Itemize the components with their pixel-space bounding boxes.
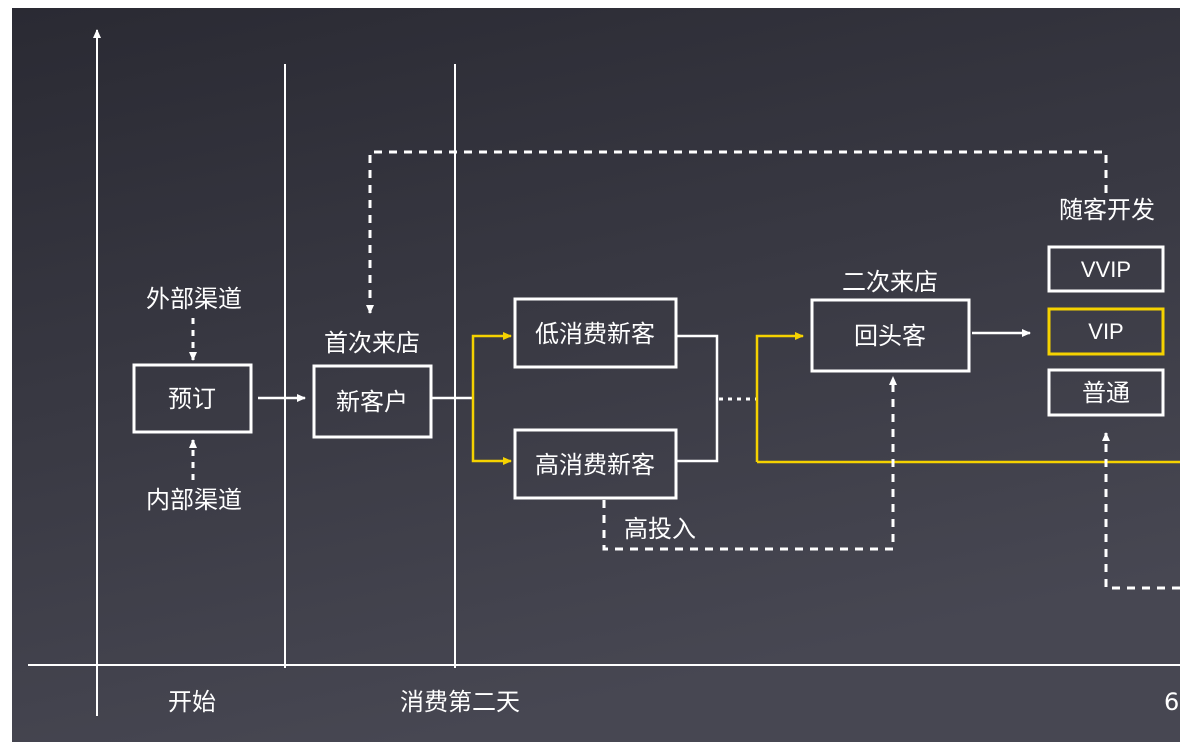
vvip-box (1047, 245, 1165, 293)
low-spend-box (513, 297, 678, 369)
new-customer-label: 新客户 (336, 388, 408, 416)
background-panel (12, 8, 1180, 742)
returning-label: 回头客 (854, 322, 926, 350)
develop-loop-connector (366, 150, 1108, 314)
high-spend-label: 高消费新客 (535, 451, 655, 479)
external-channel-label: 外部渠道 (146, 285, 242, 313)
vip-label: VIP (1088, 319, 1123, 344)
to-high-spend-arrow (471, 398, 512, 465)
axis-label-cut: 6 (1164, 688, 1179, 716)
high-investment-connector (602, 376, 897, 551)
new-customer-box (312, 364, 433, 439)
vvip-label: VVIP (1081, 257, 1131, 282)
booking-box (132, 363, 253, 434)
first-visit-label: 首次来店 (324, 329, 420, 357)
merge-bracket (677, 334, 719, 463)
high-investment-label: 高投入 (624, 515, 696, 543)
returning-box (810, 298, 971, 373)
second-visit-label: 二次来店 (842, 268, 938, 296)
axis-label-start: 开始 (168, 688, 216, 716)
to-low-spend-arrow (471, 332, 512, 398)
low-spend-label: 低消费新客 (535, 320, 655, 348)
to-returning-arrow (755, 332, 804, 462)
regular-box (1047, 368, 1165, 417)
booking-label: 预订 (168, 385, 216, 413)
internal-channel-label: 内部渠道 (146, 486, 242, 514)
high-spend-box (513, 428, 678, 500)
vip-box (1047, 307, 1165, 356)
regular-label: 普通 (1082, 379, 1130, 407)
develop-with-guest-label: 随客开发 (1059, 196, 1155, 224)
axis-label-second-day: 消费第二天 (400, 688, 520, 716)
